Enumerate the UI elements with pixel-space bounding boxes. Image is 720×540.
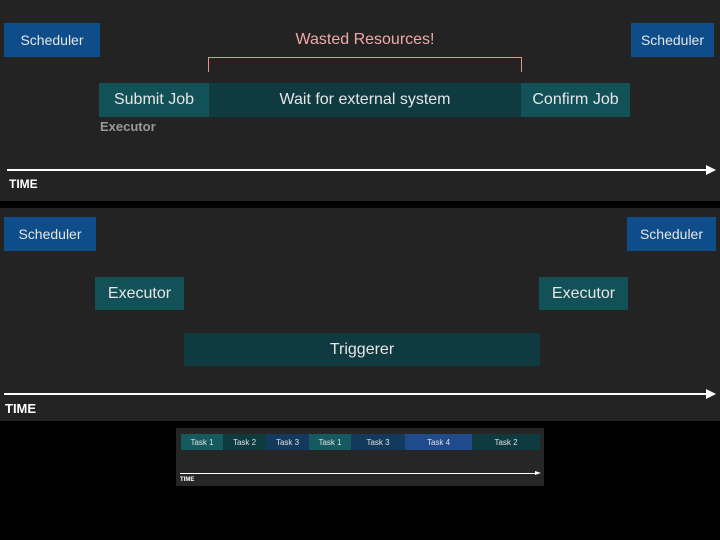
executor-box-left: Executor — [95, 277, 184, 310]
triggerer-box: Triggerer — [184, 333, 540, 366]
task-block: Task 4 — [405, 434, 472, 450]
time-axis-line — [180, 473, 536, 474]
wasted-resources-label: Wasted Resources! — [295, 31, 435, 48]
scheduler-box-left: Scheduler — [4, 23, 100, 57]
task-block: Task 3 — [351, 434, 405, 450]
wasted-resources-bracket — [208, 57, 522, 72]
time-axis-arrowhead — [535, 471, 541, 475]
scheduler-box-right: Scheduler — [631, 23, 714, 57]
task-block: Task 1 — [181, 434, 223, 450]
task-block: Task 2 — [472, 434, 540, 450]
scheduler-box-left: Scheduler — [4, 217, 96, 251]
submit-job-box: Submit Job — [99, 83, 209, 117]
scheduler-box-right: Scheduler — [627, 217, 716, 251]
panel-tasks-timeline: Task 1 Task 2 Task 3 Task 1 Task 3 Task … — [176, 428, 544, 486]
time-axis-label: TIME — [9, 177, 38, 191]
time-axis-arrowhead — [706, 389, 716, 399]
task-block: Task 3 — [266, 434, 309, 450]
panel-deferrable: Scheduler Scheduler Executor Executor Tr… — [0, 208, 720, 421]
confirm-job-box: Confirm Job — [521, 83, 630, 117]
time-axis-line — [4, 393, 708, 395]
panel-blocking: Wasted Resources! Scheduler Scheduler Su… — [0, 0, 720, 201]
wait-external-box: Wait for external system — [209, 83, 521, 117]
task-block: Task 2 — [223, 434, 266, 450]
executor-box-right: Executor — [539, 277, 628, 310]
executor-label: Executor — [100, 119, 156, 134]
time-axis-label: TIME — [5, 401, 37, 416]
task-block: Task 1 — [309, 434, 351, 450]
time-axis-line — [7, 169, 707, 171]
time-axis-arrowhead — [706, 165, 716, 175]
time-axis-label: TIME — [180, 477, 195, 483]
